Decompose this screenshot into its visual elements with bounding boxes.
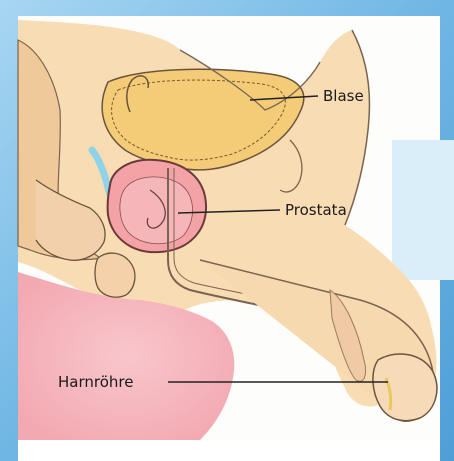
label-prostate: Prostata xyxy=(285,201,347,219)
label-bladder: Blase xyxy=(323,87,364,105)
lower-white-area xyxy=(18,440,440,461)
label-urethra: Harnröhre xyxy=(58,373,133,391)
pale-blue-box xyxy=(392,140,454,280)
glans xyxy=(373,354,437,421)
prostate-inner xyxy=(120,177,193,244)
